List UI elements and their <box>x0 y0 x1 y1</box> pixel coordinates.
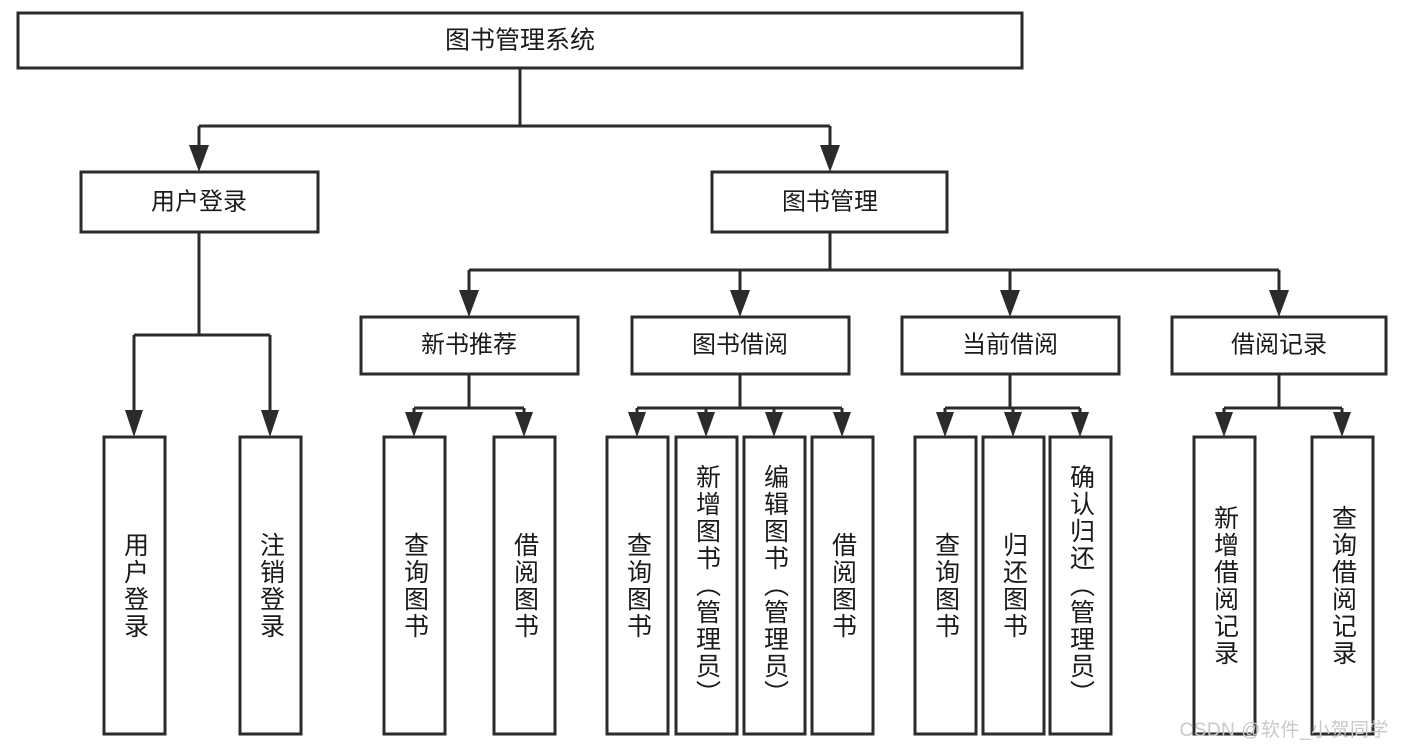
leaf-box-group-new-book-recommend <box>382 435 557 736</box>
node-root-label: 图书管理系统 <box>445 27 595 55</box>
node-new-book-recommend-box[interactable] <box>359 315 580 376</box>
leaf-box-br-1[interactable] <box>1192 435 1257 736</box>
arrow-head-leaf-br-1 <box>1215 412 1233 437</box>
leaf-box-bb-3[interactable] <box>742 435 807 736</box>
arrow-head-leaf-user-login-1 <box>125 410 143 437</box>
leaf-box-nbr-2[interactable] <box>492 435 557 736</box>
node-new-book-recommend[interactable]: 新书推荐 <box>359 315 580 376</box>
leaf-box-user-login-1[interactable] <box>102 435 167 736</box>
arrow-head-leaf-nbr-2 <box>515 412 533 437</box>
arrow-head-leaf-cb-3 <box>1071 412 1089 437</box>
leaf-box-cb-1[interactable] <box>913 435 978 736</box>
connector-group-borrow-record <box>1215 374 1351 437</box>
node-borrow-record[interactable]: 借阅记录 <box>1170 315 1388 376</box>
leaf-box-bb-4[interactable] <box>810 435 875 736</box>
node-book-management[interactable]: 图书管理 <box>710 170 949 234</box>
leaf-box-bb-1[interactable] <box>605 435 670 736</box>
arrow-head-book-borrow <box>730 290 750 317</box>
connector-group-book-mgmt <box>459 232 1289 317</box>
node-user-login[interactable]: 用户登录 <box>79 170 320 234</box>
arrow-head-leaf-bb-3 <box>765 412 783 437</box>
connector-group-new-book-recommend <box>405 374 533 437</box>
leaf-box-group-current-borrow <box>913 435 1113 736</box>
leaf-box-group-user-login <box>102 435 303 736</box>
arrow-head-book-mgmt <box>820 145 840 172</box>
node-borrow-record-label: 借阅记录 <box>1231 331 1327 358</box>
node-book-management-label: 图书管理 <box>782 188 878 215</box>
leaf-box-br-2[interactable] <box>1310 435 1375 736</box>
node-book-borrow-box[interactable] <box>630 315 851 376</box>
node-current-borrow-box[interactable] <box>900 315 1121 376</box>
arrow-head-leaf-br-2 <box>1333 412 1351 437</box>
arrow-head-new-book-recommend <box>459 290 479 317</box>
node-current-borrow[interactable]: 当前借阅 <box>900 315 1121 376</box>
arrow-head-leaf-user-login-2 <box>261 410 279 437</box>
csdn-watermark: CSDN @软件_小贺同学 <box>1179 720 1389 741</box>
node-user-login-box[interactable] <box>79 170 320 234</box>
leaf-box-group-book-borrow <box>605 435 875 736</box>
node-user-login-label: 用户登录 <box>151 188 247 215</box>
connector-group-root <box>189 68 840 172</box>
node-current-borrow-label: 当前借阅 <box>962 331 1058 358</box>
arrow-head-user-login <box>189 145 209 172</box>
arrow-head-leaf-bb-4 <box>833 412 851 437</box>
connector-group-user-login <box>125 232 279 437</box>
node-book-management-box[interactable] <box>710 170 949 234</box>
arrow-head-leaf-bb-1 <box>628 412 646 437</box>
node-new-book-recommend-label: 新书推荐 <box>421 331 517 358</box>
arrow-head-leaf-cb-2 <box>1004 412 1022 437</box>
connector-group-current-borrow <box>936 374 1089 437</box>
arrow-head-current-borrow <box>1000 290 1020 317</box>
node-root-box[interactable] <box>16 11 1024 70</box>
arrow-head-leaf-bb-2 <box>697 412 715 437</box>
leaf-box-group-borrow-record <box>1192 435 1375 736</box>
leaf-box-cb-3[interactable] <box>1048 435 1113 736</box>
leaf-box-bb-2[interactable] <box>674 435 739 736</box>
leaf-box-cb-2[interactable] <box>981 435 1046 736</box>
node-book-borrow-label: 图书借阅 <box>692 331 788 358</box>
arrow-head-leaf-cb-1 <box>936 412 954 437</box>
node-borrow-record-box[interactable] <box>1170 315 1388 376</box>
connector-group-book-borrow <box>628 374 851 437</box>
node-book-borrow[interactable]: 图书借阅 <box>630 315 851 376</box>
arrow-head-leaf-nbr-1 <box>405 412 423 437</box>
leaf-box-user-login-2[interactable] <box>238 435 303 736</box>
leaf-box-nbr-1[interactable] <box>382 435 447 736</box>
arrow-head-borrow-record <box>1269 290 1289 317</box>
node-root[interactable]: 图书管理系统 <box>16 11 1024 70</box>
